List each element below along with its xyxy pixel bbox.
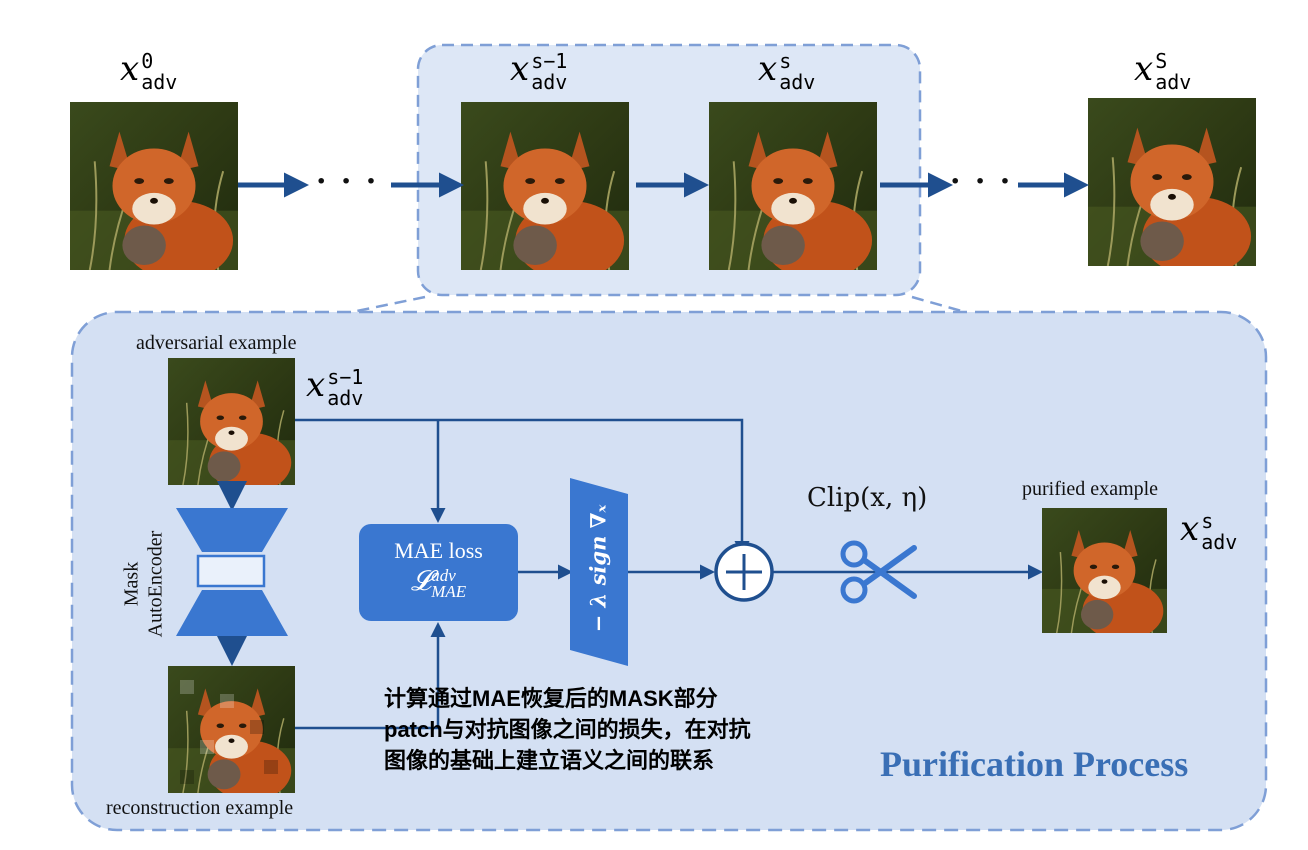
purified-image [1042,508,1167,633]
purified-caption: purified example [1022,478,1159,500]
encoder-shape [176,508,288,552]
adversarial-image [168,358,295,485]
fox-image-xs [709,102,877,270]
ellipsis-left: · · · [316,164,379,199]
fox-image-xs-1 [461,102,629,270]
mae-loss-box [359,524,518,621]
mae-loss-text: MAE loss [394,538,483,563]
panel-title: Purification Process [880,744,1189,784]
gradient-block [570,478,628,666]
reconstruction-mosaic [180,680,278,784]
annotation-text: 计算通过MAE恢复后的MASK部分 patch与对抗图像之间的损失，在对抗 图像… [384,686,751,773]
fox-image-x0 [70,102,238,270]
scissors-icon [840,540,917,604]
ellipsis-right: · · · [950,164,1013,199]
autoencoder-label: Mask AutoEncoder [120,530,167,638]
fox-image-xS [1088,98,1256,266]
reconstruction-caption: reconstruction example [106,797,294,819]
decoder-shape [176,590,288,636]
latent-box [196,554,266,588]
clip-label: Clip(x, η) [807,483,928,513]
adversarial-caption: adversarial example [136,332,297,354]
gradient-label: − λ sign ∇ₓ [585,504,611,633]
